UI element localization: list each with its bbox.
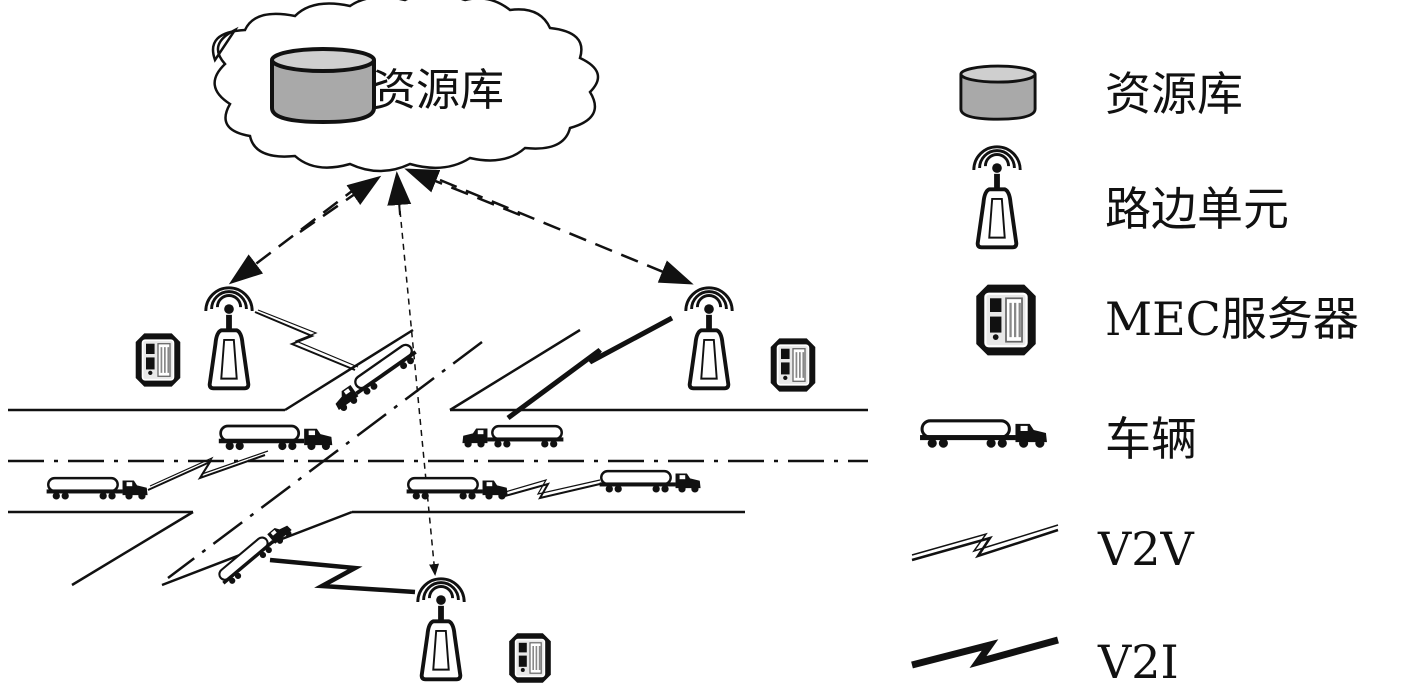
legend-label-v2v: V2V — [1097, 522, 1194, 576]
rsu-right-icon — [686, 288, 732, 389]
link-rsu-right-to-cloud — [404, 168, 521, 217]
mec-bottom-icon — [508, 632, 552, 684]
legend-label-vehicle: 车辆 — [1105, 412, 1197, 466]
legend-item-database: 资源库 — [959, 64, 1243, 121]
vehicle-icon — [45, 476, 149, 501]
mec-right-icon — [769, 337, 817, 393]
link-cloud-to-rsu-left — [228, 184, 361, 285]
v2i-link-icon — [911, 636, 1059, 669]
vehicle-icon — [217, 424, 334, 452]
rsu-icon — [974, 147, 1020, 248]
legend: 资源库 路边单元 MEC服务器 车辆 V2V V2I — [911, 64, 1359, 689]
legend-item-rsu: 路边单元 — [974, 147, 1289, 248]
legend-label-rsu: 路边单元 — [1105, 182, 1289, 236]
rsu-bottom-icon — [418, 579, 464, 680]
legend-item-vehicle: 车辆 — [920, 412, 1197, 466]
link-rsu-left-to-cloud — [299, 175, 382, 234]
vehicle-icon — [461, 424, 565, 449]
link-cloud-to-rsu-bottom — [398, 199, 440, 576]
vehicle-icon — [405, 476, 509, 501]
mec-left-icon — [134, 332, 182, 388]
backhaul-links — [228, 168, 694, 576]
vehicle-truck-icon — [920, 421, 1047, 448]
wireless-links — [147, 309, 674, 595]
mec-server-icon — [975, 283, 1037, 357]
legend-label-mec: MEC服务器 — [1105, 292, 1359, 346]
vehicle-icon — [328, 340, 422, 415]
database-icon — [959, 64, 1037, 121]
legend-item-v2i: V2I — [911, 635, 1179, 689]
link-cloud-to-rsu-right — [439, 178, 694, 285]
cloud-label: 资源库 — [372, 65, 504, 116]
v2i-link-right — [506, 315, 674, 421]
rsu-left-icon — [206, 288, 252, 389]
vehicle-icon — [598, 469, 702, 494]
cloud-database-icon — [272, 49, 374, 122]
vehicle-icon — [214, 517, 296, 590]
v2v-link-icon — [911, 524, 1059, 562]
link-rsu-bottom-to-cloud — [387, 171, 412, 216]
v2i-link-left — [254, 311, 356, 371]
legend-item-mec: MEC服务器 — [975, 283, 1359, 357]
legend-label-database: 资源库 — [1105, 67, 1243, 121]
legend-label-v2i: V2I — [1097, 635, 1179, 689]
v2v-link-b — [504, 482, 601, 500]
legend-item-v2v: V2V — [911, 522, 1194, 576]
v2i-link-bottom — [269, 557, 416, 595]
resource-cloud: 资源库 — [211, 0, 600, 173]
